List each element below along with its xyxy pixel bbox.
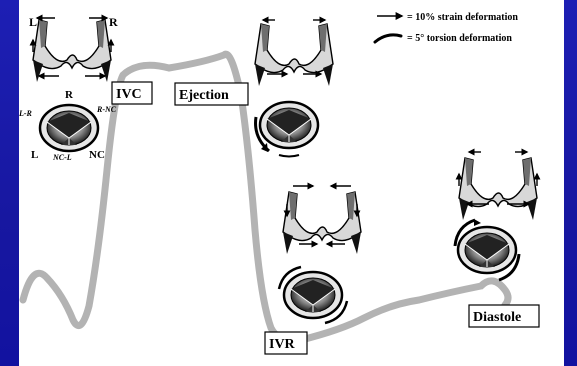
label-cusp-nc: NC — [89, 149, 105, 161]
root-view-diastole — [459, 152, 537, 220]
root-view-ejection — [255, 20, 333, 86]
legend: = 10% strain deformation = 5° torsion de… — [375, 12, 518, 44]
phase-ejection-label: Ejection — [179, 88, 229, 103]
phase-ejection: Ejection — [175, 83, 248, 105]
phase-diastole-label: Diastole — [473, 310, 521, 325]
phase-diastole: Diastole — [469, 305, 539, 327]
valve-ejection — [256, 102, 318, 157]
torsion-arrow-icon — [375, 35, 401, 42]
label-cusp-r: R — [65, 89, 74, 101]
label-right: R — [109, 15, 118, 29]
root-view-ivc: L R — [29, 15, 118, 82]
label-left: L — [29, 15, 37, 29]
label-cusp-l: L — [31, 149, 38, 161]
valve-cusp-diagram: R L-R R-NC L NC NC-L — [19, 89, 117, 162]
phase-ivr: IVR — [265, 332, 307, 354]
label-cusp-l-r: L-R — [19, 109, 33, 118]
legend-strain-label: = 10% strain deformation — [407, 12, 518, 23]
phase-ivc: IVC — [112, 82, 152, 104]
label-cusp-r-nc: R-NC — [96, 105, 117, 114]
label-cusp-nc-l: NC-L — [52, 153, 72, 162]
valve-diastole — [455, 219, 519, 280]
phase-ivc-label: IVC — [116, 87, 142, 102]
phase-curve — [23, 54, 508, 341]
root-view-ivr — [283, 186, 361, 254]
valve-ivr — [279, 267, 347, 323]
legend-torsion-label: = 5° torsion deformation — [407, 33, 512, 44]
phase-ivr-label: IVR — [269, 337, 296, 352]
aortic-root-deformation-diagram: = 10% strain deformation = 5° torsion de… — [19, 0, 564, 366]
figure-panel: = 10% strain deformation = 5° torsion de… — [19, 0, 564, 366]
